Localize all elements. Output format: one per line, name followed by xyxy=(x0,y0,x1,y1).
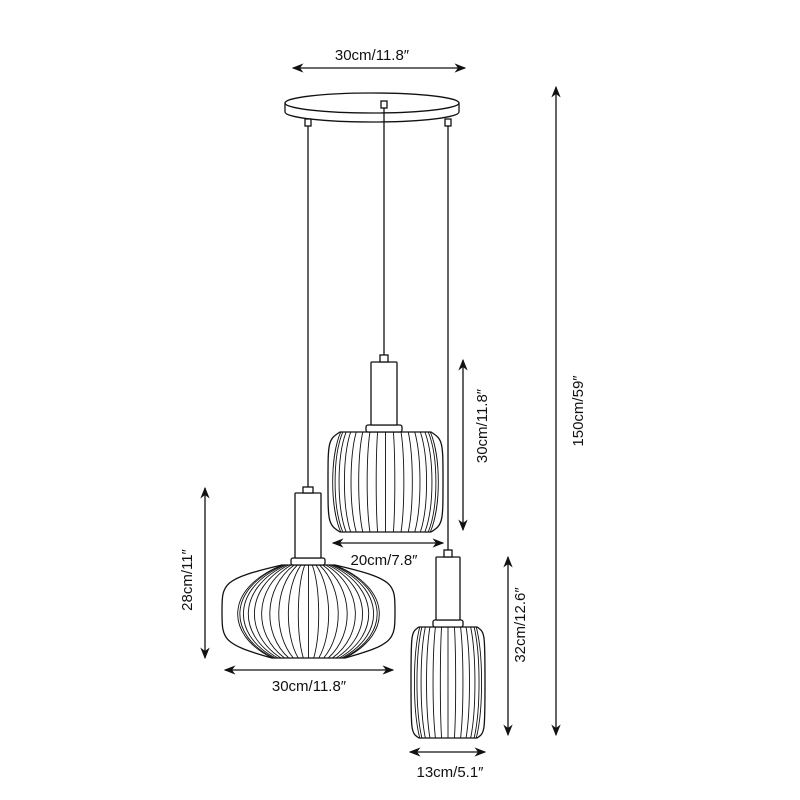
rib xyxy=(330,564,370,659)
rib xyxy=(414,626,421,739)
ceiling-canopy xyxy=(284,92,460,123)
right-connector xyxy=(444,118,452,127)
right-lamp-collar xyxy=(432,619,464,628)
left-lamp-width-label: 30cm/11.8″ xyxy=(272,678,347,695)
rib xyxy=(333,564,378,659)
right-lamp-ribs xyxy=(414,626,482,739)
dimension-right-height: 32cm/12.6″ xyxy=(503,555,529,737)
dimension-middle-width: 20cm/7.8″ xyxy=(331,538,445,569)
left-lamp-height-label: 28cm/11″ xyxy=(179,548,196,610)
middle-lamp-socket-holder xyxy=(370,361,398,426)
right-lamp-width-label: 13cm/5.1″ xyxy=(416,764,484,781)
rib xyxy=(439,626,442,739)
rib xyxy=(315,564,330,659)
rib xyxy=(465,626,470,739)
rib xyxy=(375,431,379,533)
right-lamp-height-label: 32cm/12.6″ xyxy=(512,587,529,663)
middle-lamp-ribs xyxy=(332,431,439,533)
rib xyxy=(407,431,413,533)
rib xyxy=(392,431,396,533)
rib xyxy=(328,564,363,659)
rib xyxy=(475,626,482,739)
middle-lamp-cord-grip xyxy=(379,354,389,363)
rib xyxy=(366,431,371,533)
rib xyxy=(416,626,423,739)
dimension-total-height: 150cm/59″ xyxy=(551,85,587,737)
dimension-middle-height: 30cm/11.8″ xyxy=(458,358,491,532)
rib xyxy=(426,626,431,739)
rib xyxy=(424,431,433,533)
rib xyxy=(243,564,285,659)
middle-lamp xyxy=(327,354,444,533)
middle-lamp-collar xyxy=(365,424,403,433)
left-connector xyxy=(304,118,312,127)
left-lamp-collar xyxy=(290,557,326,566)
rib xyxy=(470,626,476,739)
rib xyxy=(350,431,357,533)
rib xyxy=(432,626,436,739)
rib xyxy=(325,564,356,659)
rib xyxy=(311,564,320,659)
left-lamp-socket-holder xyxy=(294,492,322,559)
total-height-label: 150cm/59″ xyxy=(570,375,587,447)
rib xyxy=(254,564,289,659)
rib xyxy=(319,564,339,659)
rib xyxy=(332,431,342,533)
dimension-canopy-width: 30cm/11.8″ xyxy=(291,47,467,73)
rib xyxy=(334,431,344,533)
rib xyxy=(322,564,348,659)
rib xyxy=(278,564,298,659)
right-lamp-cord-grip xyxy=(443,549,453,558)
right-lamp xyxy=(410,549,486,739)
rib xyxy=(237,564,283,659)
rib xyxy=(239,564,284,659)
rib xyxy=(358,431,364,533)
canopy-width-label: 30cm/11.8″ xyxy=(335,47,410,64)
rib xyxy=(400,431,405,533)
rib xyxy=(261,564,292,659)
rib xyxy=(344,431,352,533)
rib xyxy=(287,564,302,659)
rib xyxy=(414,431,421,533)
rib xyxy=(338,431,347,533)
rib xyxy=(454,626,457,739)
left-lamp-cord-grip xyxy=(302,486,314,494)
rib xyxy=(297,564,306,659)
middle-lamp-height-label: 30cm/11.8″ xyxy=(474,388,491,463)
dimension-left-width: 30cm/11.8″ xyxy=(223,665,395,695)
right-lamp-socket-holder xyxy=(435,556,461,621)
rib xyxy=(460,626,464,739)
rib xyxy=(334,564,380,659)
rib xyxy=(429,431,439,533)
left-lamp xyxy=(221,486,396,659)
rib xyxy=(473,626,480,739)
rib xyxy=(332,564,374,659)
rib xyxy=(269,564,295,659)
rib xyxy=(427,431,437,533)
dimension-left-height: 28cm/11″ xyxy=(179,486,210,660)
left-lamp-ribs xyxy=(237,564,380,659)
middle-connector xyxy=(380,100,388,109)
dimension-right-width: 13cm/5.1″ xyxy=(408,747,487,781)
rib xyxy=(247,564,287,659)
rib xyxy=(419,431,427,533)
middle-lamp-width-label: 20cm/7.8″ xyxy=(350,552,418,569)
rib xyxy=(420,626,426,739)
